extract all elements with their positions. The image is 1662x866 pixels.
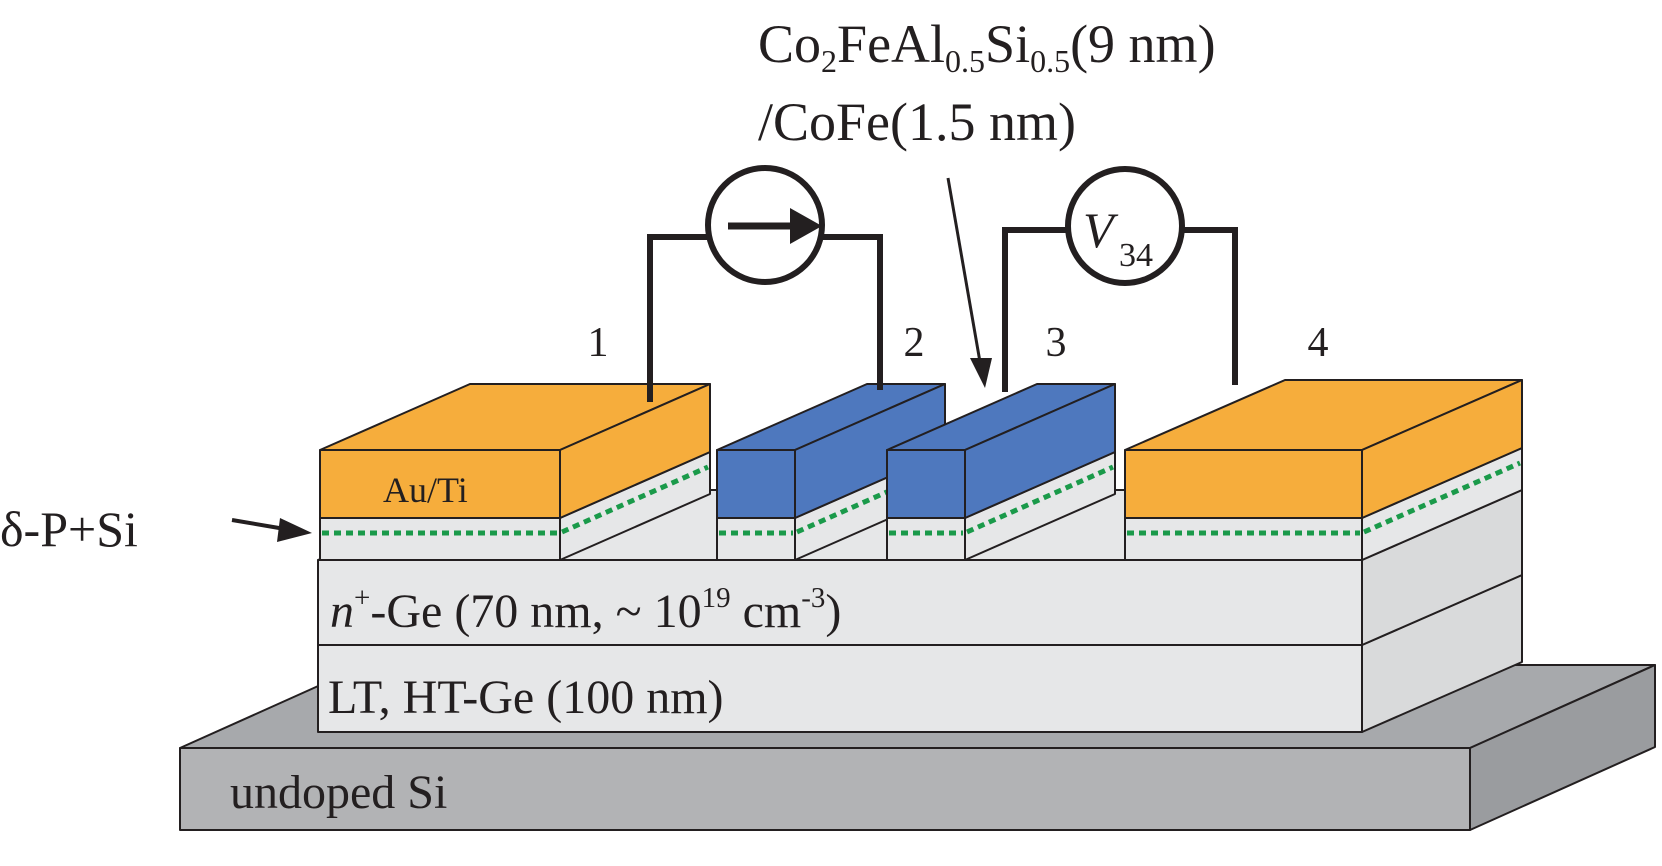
- voltmeter-wire-right: [1182, 227, 1238, 385]
- voltmeter-label: V: [1083, 202, 1119, 258]
- voltmeter: [1065, 166, 1185, 286]
- contact-1: Au/Ti: [319, 383, 711, 561]
- delta-arrow-icon: [277, 518, 312, 542]
- contact-1-front: [319, 449, 561, 519]
- current-source-wire: [647, 234, 708, 402]
- ferromagnet-label-line1: Co2FeAl0.5Si0.5(9 nm): [758, 14, 1216, 79]
- ferromagnet-label-line2: /CoFe(1.5 nm): [758, 92, 1076, 152]
- contact-number-4: 4: [1308, 320, 1329, 366]
- contact-3-side: [964, 383, 1116, 519]
- n-ge-front: [317, 559, 1363, 646]
- contact-4-front-lower: [1124, 517, 1363, 561]
- contact-3-delta-side: [965, 464, 1115, 535]
- buffer-layer: LT, HT-Ge (100 nm): [317, 574, 1523, 733]
- voltmeter-wire-left: [1002, 227, 1068, 392]
- delta-annotation: δ-P+Si: [0, 501, 312, 557]
- ferromagnet-annotation: Co2FeAl0.5Si0.5(9 nm) /CoFe(1.5 nm): [758, 14, 1216, 388]
- ferromagnet-arrow-shaft: [946, 177, 982, 363]
- contact-2-front: [716, 449, 796, 519]
- contact-1-delta-side: [560, 464, 710, 535]
- contact-number-2: 2: [904, 320, 925, 366]
- contact-4-delta-side: [1362, 460, 1522, 535]
- contact-4: [1124, 379, 1523, 561]
- contact-3-front: [886, 449, 966, 519]
- buffer-label: LT, HT-Ge (100 nm): [328, 671, 724, 724]
- contact-3-front-lower: [886, 517, 966, 561]
- contact-2-front-lower: [716, 517, 796, 561]
- contact-3: [886, 383, 1116, 561]
- contact-4-side: [1361, 379, 1523, 519]
- contact-number-3: 3: [1046, 320, 1067, 366]
- substrate-front: [179, 747, 1471, 831]
- current-arrow-icon: [790, 208, 822, 244]
- contact-1-front-lower: [319, 517, 561, 561]
- current-source-circuit: [647, 165, 883, 402]
- delta-layer-label: δ-P+Si: [0, 501, 138, 557]
- ferromagnet-arrow-icon: [970, 358, 992, 388]
- au-ti-label: Au/Ti: [383, 470, 468, 510]
- voltmeter-circuit: V 34: [1002, 166, 1238, 392]
- buffer-front: [317, 644, 1363, 733]
- substrate-label: undoped Si: [230, 766, 447, 819]
- voltmeter-subscript: 34: [1119, 237, 1153, 274]
- contact-1-side: [559, 383, 711, 519]
- current-source-wire-right: [822, 234, 883, 390]
- contact-4-front: [1124, 449, 1363, 519]
- n-ge-label: n+-Ge (70 nm, ~ 1019 cm-3): [330, 582, 841, 638]
- delta-arrow-shaft: [231, 518, 286, 531]
- contact-number-1: 1: [588, 320, 609, 366]
